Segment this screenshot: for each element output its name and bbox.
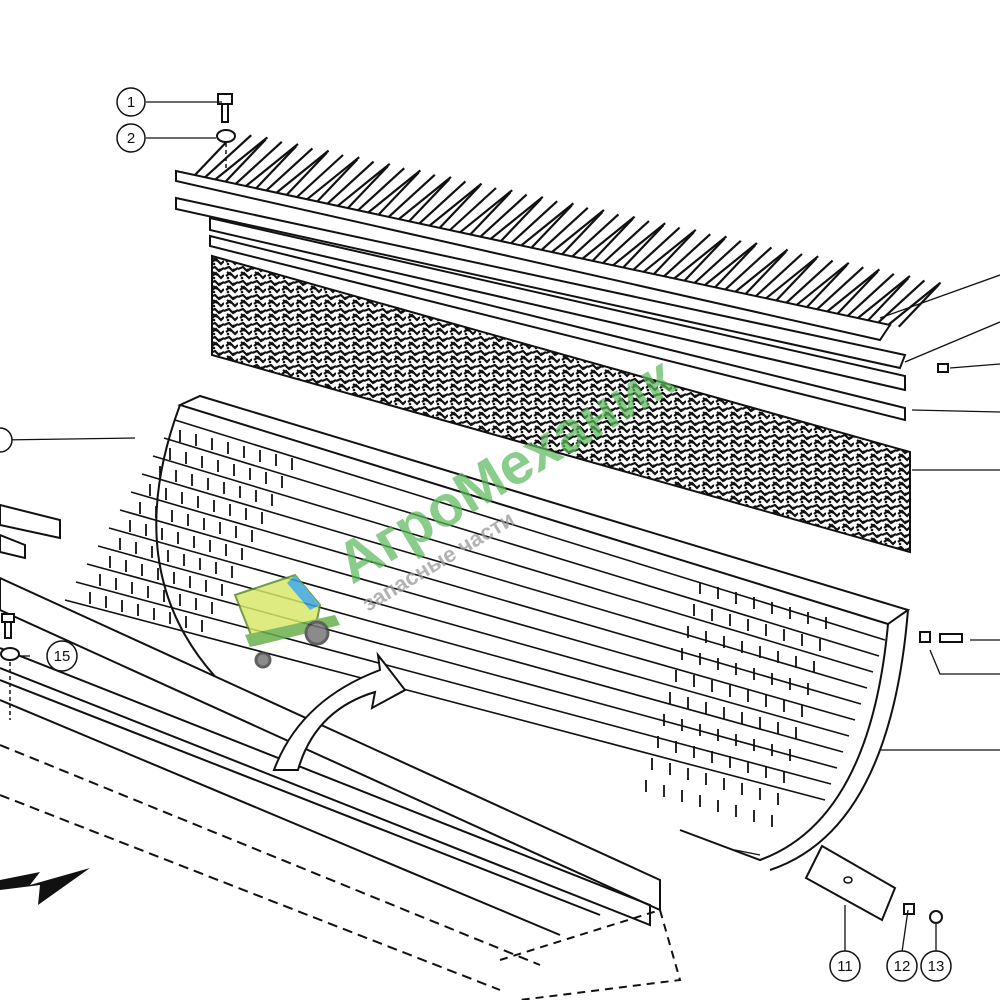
- seal-strips: [175, 196, 907, 422]
- callout-2: 2: [116, 123, 146, 153]
- svg-text:13: 13: [928, 958, 945, 975]
- washer-part-13: [929, 910, 943, 924]
- callout-12: 12: [886, 950, 918, 982]
- direction-arrow: [0, 868, 90, 905]
- callout-13: 13: [920, 950, 952, 982]
- svg-text:11: 11: [837, 958, 853, 975]
- callout-15: 15: [46, 640, 78, 672]
- fibrous-mat: [211, 254, 911, 554]
- leader-lines: [0, 101, 1000, 953]
- bolt-part-left: [1, 613, 15, 639]
- rotation-arrow: [272, 651, 407, 771]
- bottom-rail-assembly: [0, 576, 682, 1000]
- svg-text:1: 1: [127, 94, 135, 111]
- washer-part-15: [0, 647, 20, 661]
- svg-text:12: 12: [894, 958, 911, 975]
- svg-text:2: 2: [127, 130, 135, 147]
- finger-comb-strip: [175, 132, 942, 342]
- concave-grate: [64, 394, 911, 871]
- right-side-bolts: [919, 363, 963, 643]
- callout-11: 11: [829, 950, 861, 982]
- svg-text:15: 15: [54, 648, 71, 665]
- nut-part-12: [903, 903, 915, 915]
- tractor-logo: [233, 573, 340, 669]
- bolt-part-1: [217, 93, 233, 123]
- side-brackets: [0, 503, 61, 560]
- washer-part-2: [216, 129, 236, 143]
- callout-1: 1: [116, 87, 146, 117]
